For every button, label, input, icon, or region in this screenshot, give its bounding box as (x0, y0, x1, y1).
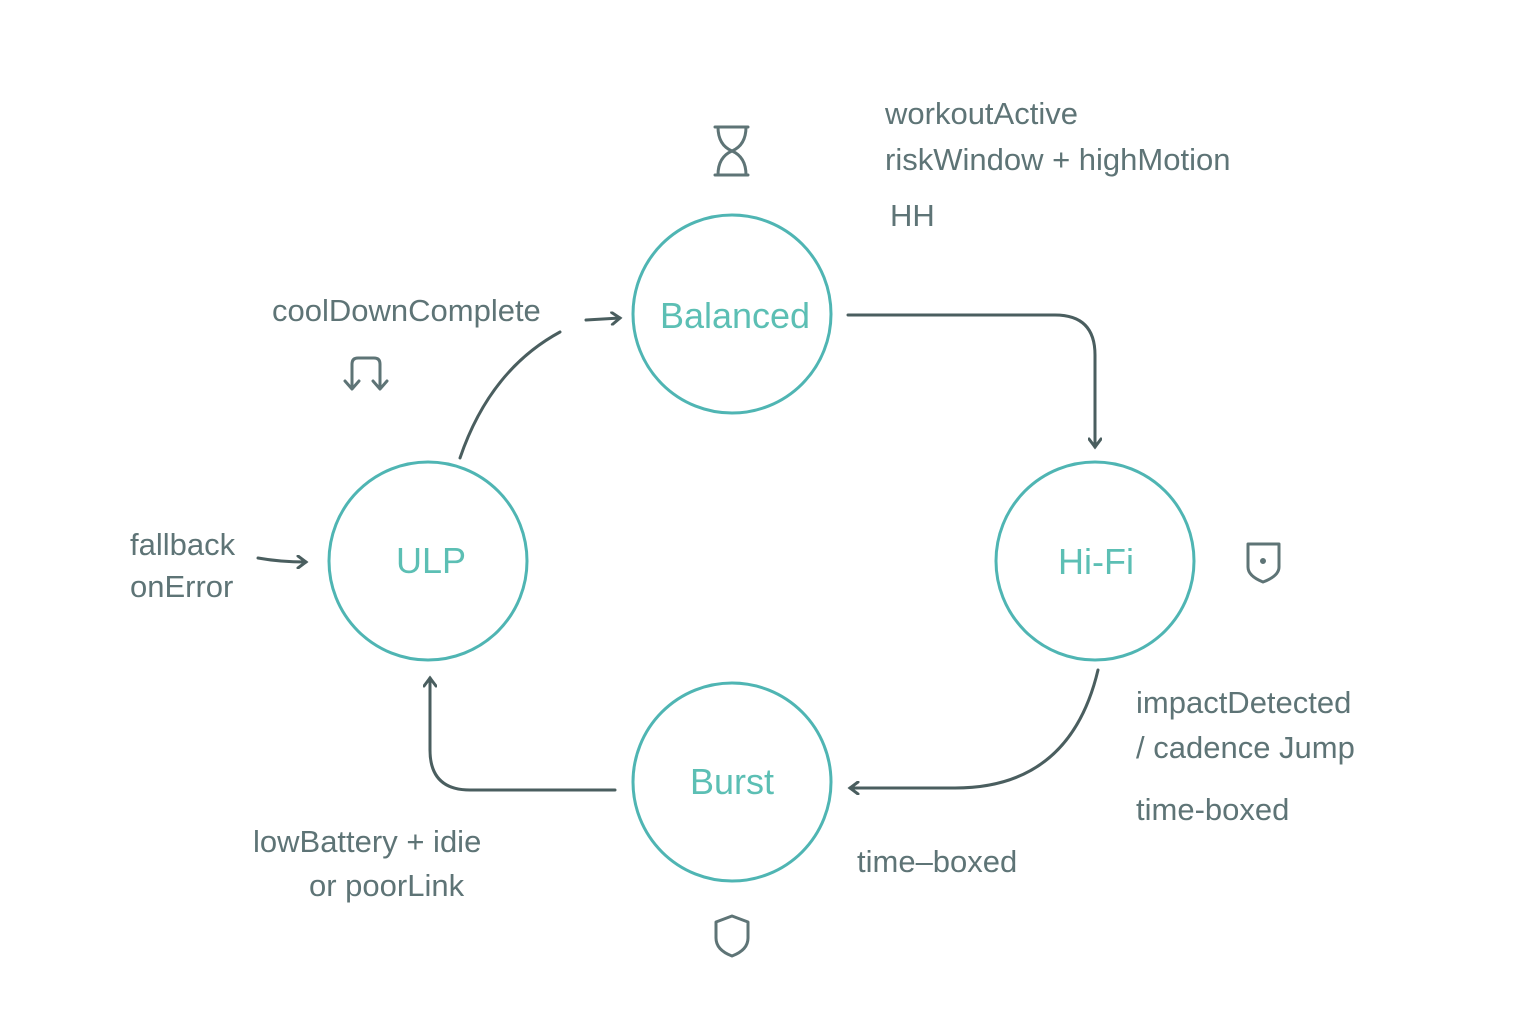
label-low-battery: lowBattery + idie (253, 824, 482, 859)
label-impact-detected: impactDetected (1136, 685, 1352, 720)
state-circle-hifi[interactable] (994, 460, 1196, 662)
state-circle-burst[interactable] (631, 681, 833, 883)
state-label-ulp: ULP (395, 540, 467, 581)
state-label-balanced: Balanced (659, 295, 811, 336)
label-on-error: onError (130, 569, 234, 604)
label-workout-active: workoutActive (885, 96, 1078, 131)
state-circle-ulp[interactable] (327, 460, 529, 662)
label-cadence-jump: / cadence Jump (1136, 730, 1355, 765)
label-fallback: fallback (130, 527, 236, 562)
arrow-cooldown (584, 318, 620, 320)
hourglass-icon (713, 125, 750, 177)
label-hh: HH (890, 198, 935, 233)
shield-icon (714, 914, 750, 958)
label-poor-link: or poorLink (309, 868, 465, 903)
arrow-fallback (256, 558, 306, 562)
label-time-boxed-right: time-boxed (1136, 792, 1290, 827)
label-time-boxed-bottom: time–boxed (857, 844, 1018, 879)
swap-arrows-icon (343, 356, 389, 391)
arrow-ulp-to-balanced (458, 330, 562, 460)
state-circle-balanced[interactable] (631, 213, 833, 415)
label-risk-window: riskWindow + highMotion (885, 142, 1231, 177)
state-label-burst: Burst (689, 761, 775, 802)
state-label-hifi: Hi-Fi (1058, 541, 1134, 582)
arrow-balanced-to-hifi (846, 313, 1095, 447)
label-cooldown-complete: coolDownComplete (272, 293, 541, 328)
arrow-burst-to-ulp (430, 678, 617, 792)
arrow-hifi-to-burst (850, 668, 1100, 788)
shield-icon (1246, 542, 1281, 584)
